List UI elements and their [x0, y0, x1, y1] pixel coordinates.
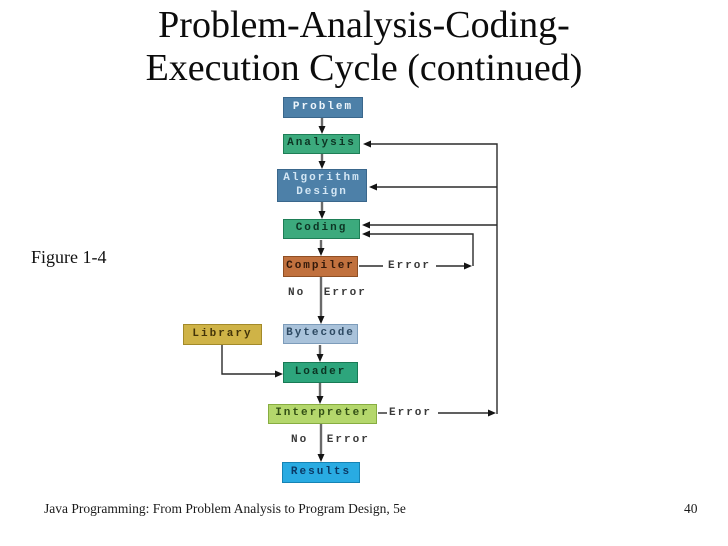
interpreter-error-label: Error — [389, 407, 433, 419]
node-compiler: Compiler — [283, 256, 358, 277]
flow-arrows — [316, 118, 326, 462]
edge-compiler-error-return-coding — [362, 230, 474, 266]
footer-book-title: Java Programming: From Problem Analysis … — [44, 501, 406, 516]
footer-page-number: 40 — [684, 501, 698, 516]
node-loader: Loader — [283, 362, 358, 383]
edge-interpreter-error-return-analysis — [363, 140, 498, 414]
node-library: Library — [183, 324, 262, 345]
compiler-no-error-label: No Error — [288, 287, 367, 299]
compiler-error-label: Error — [388, 260, 432, 272]
node-bytecode: Bytecode — [283, 324, 358, 344]
node-coding: Coding — [283, 219, 360, 239]
node-problem: Problem — [283, 97, 363, 118]
feedback-arrows — [221, 140, 498, 417]
slide-title: Problem-Analysis-Coding- Execution Cycle… — [145, 4, 583, 89]
node-algorithm-design: Algorithm Design — [277, 169, 367, 202]
node-interpreter: Interpreter — [268, 404, 377, 424]
figure-caption: Figure 1-4 — [31, 247, 107, 267]
edge-library-loader — [221, 345, 283, 378]
interpreter-no-error-label: No Error — [291, 434, 370, 446]
node-results: Results — [282, 462, 360, 483]
node-analysis: Analysis — [283, 134, 360, 154]
